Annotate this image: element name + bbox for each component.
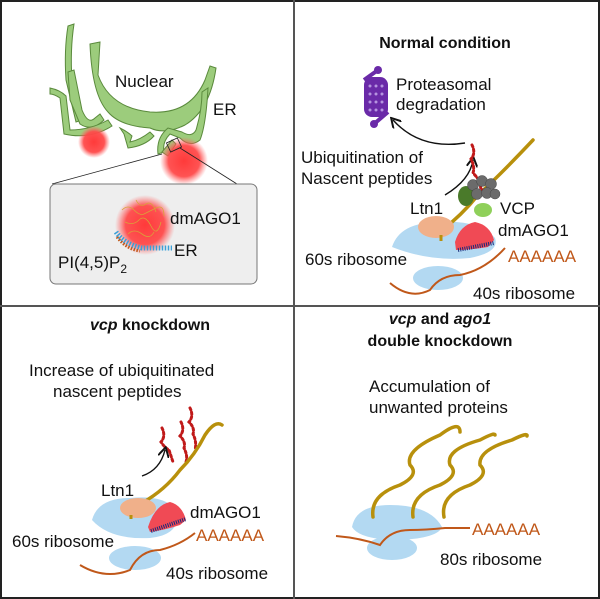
er-membrane-bilayer [113,230,172,253]
ribosome-80s-small [367,536,417,560]
unwanted-proteins [371,425,529,519]
zoom-connector-left [51,153,163,185]
er-tubule-bottom [118,126,155,149]
accumulation-label-2: unwanted proteins [369,398,508,417]
panel-er-condensates: Nuclear ER dmAGO1 ER PI(4,5)P2 [49,23,258,285]
zoom-connector-right [179,147,238,185]
ribosome-40s-label: 40s ribosome [473,284,575,303]
er-tubule-left2 [67,69,105,128]
ltn1-label-kd: Ltn1 [101,481,134,500]
panel-title-normal: Normal condition [379,35,511,52]
ubiquitination-label-2: Nascent peptides [301,169,432,188]
panel-double-knockdown: vcp and ago1 double knockdown Accumulati… [335,311,542,569]
ltn1-protein-kd [120,498,156,518]
polya-tail-label: AAAAAA [508,247,577,266]
panel-normal-condition: Normal condition Proteasomal degradation… [301,35,577,303]
pip2-label: PI(4,5)P2 [58,253,127,276]
nuclear-envelope [89,41,217,132]
ubiquitination-label-1: Ubiquitination of [301,148,423,167]
accumulation-label-1: Accumulation of [369,377,490,396]
inset-condensate [115,195,175,255]
panel-vcp-knockdown: vcp knockdown Increase of ubiquitinated … [12,317,268,583]
increase-label-1: Increase of ubiquitinated [29,361,214,380]
inset-er-label: ER [174,241,198,260]
ribosome-60s-label-kd: 60s ribosome [12,532,114,551]
ribosome-60s-label: 60s ribosome [305,250,407,269]
nuclear-label: Nuclear [115,72,174,91]
ribosome-80s-label: 80s ribosome [440,550,542,569]
ribosome-40s [413,266,463,290]
zoom-region-box [165,137,183,153]
mrna-strand [389,247,506,295]
degradation-label: degradation [396,95,486,114]
degradation-arrow [393,120,466,146]
small-rna-icon-kd [150,517,187,533]
ubiquitin-chain [469,143,487,193]
dmago1-condensate-small [78,126,110,158]
ribosome-40s-label-kd: 40s ribosome [166,564,268,583]
nascent-peptide-kd [140,422,224,505]
small-rna-icon [457,241,495,252]
mrna-strand-80s [335,527,470,547]
vcp-label: VCP [500,199,535,218]
ubiquitin-chains [159,406,198,464]
ribosome-80s-large [352,505,442,540]
panel-title-vcp-knockdown: vcp knockdown [90,317,210,334]
ubiquitination-arrow-kd [141,450,165,477]
polya-tail-label-80s: AAAAAA [472,520,541,539]
ltn1-protein [418,216,454,238]
increase-label-2: nascent peptides [53,382,182,401]
dmago1-label: dmAGO1 [498,221,569,240]
polya-tail-label-kd: AAAAAA [196,526,265,545]
er-label: ER [213,100,237,119]
vcp-complex [458,175,501,217]
er-tubule-branch [49,87,113,137]
proteasomal-label: Proteasomal [396,75,491,94]
panel-title-double-kd-1: vcp and ago1 [389,311,491,328]
mrna-strand-kd [79,532,196,575]
dmago1-protein-kd [148,502,186,532]
panel-title-double-kd-2: double knockdown [368,333,513,350]
dmago1-label-kd: dmAGO1 [190,503,261,522]
ribosome-40s-kd [109,546,161,570]
inset-dmago1-label: dmAGO1 [170,209,241,228]
proteasome-icon [362,66,390,128]
ltn1-label: Ltn1 [410,199,443,218]
rna-protein-network [121,199,165,237]
dmago1-condensate-large [160,137,208,185]
